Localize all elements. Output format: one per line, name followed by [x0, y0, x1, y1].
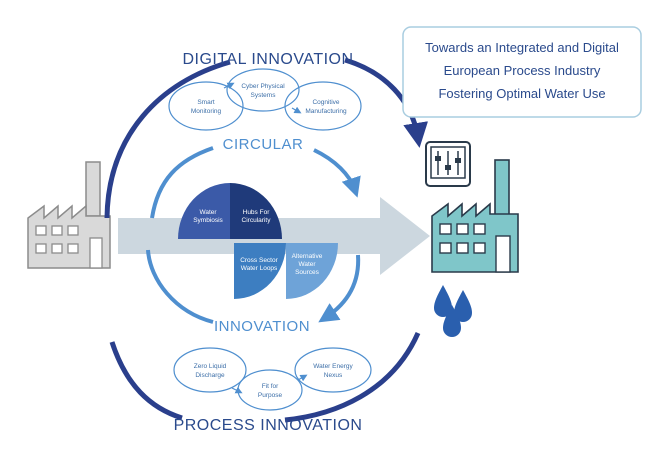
pie-quadrant-alternative-sources [286, 243, 338, 299]
water-symbiosis-label-2: Symbiosis [193, 217, 223, 224]
cross-sector-label-2: Water Loops [241, 265, 278, 272]
title-line-3: Fostering Optimal Water Use [438, 86, 605, 101]
cognitive-label-1: Cognitive [312, 99, 339, 106]
title-box: Towards an Integrated and Digital Europe… [402, 26, 642, 118]
factory-icon-teal [431, 159, 519, 273]
digital-innovation-heading: DIGITAL INNOVATION [182, 51, 353, 68]
water-energy-label-2: Nexus [324, 372, 343, 379]
cognitive-label-2: Manufacturing [305, 108, 347, 115]
cyber-physical-label-2: Systems [251, 92, 277, 99]
hubs-circularity-label-1: Hubs For [243, 209, 271, 216]
fit-purpose-label-1: Fit for [262, 383, 279, 390]
control-panel-icon [425, 141, 471, 187]
process-mini-cycle [173, 347, 372, 411]
circular-heading: CIRCULAR [223, 136, 304, 153]
smart-monitoring-label-2: Monitoring [191, 108, 222, 115]
pie-quadrant-water-symbiosis [178, 183, 230, 239]
alternative-label-2: Water [298, 261, 316, 268]
circular-pie [178, 183, 338, 299]
zld-label-1: Zero Liquid [194, 363, 227, 370]
zld-label-2: Discharge [195, 372, 225, 379]
title-line-1: Towards an Integrated and Digital [425, 40, 619, 55]
water-symbiosis-label-1: Water [199, 209, 217, 216]
cyber-physical-label-1: Cyber Physical [241, 83, 285, 90]
water-drops-icon [434, 285, 472, 337]
cross-sector-label-1: Cross Sector [240, 257, 278, 264]
pie-quadrant-hubs-circularity [230, 183, 282, 239]
circular-cycle-arrows [146, 146, 361, 324]
fit-purpose-label-2: Purpose [258, 392, 283, 399]
factory-icon-gray [27, 161, 111, 269]
pie-quadrant-cross-sector [234, 243, 286, 299]
water-energy-label-1: Water Energy [313, 363, 353, 370]
title-line-2: European Process Industry [444, 63, 601, 78]
alternative-label-3: Sources [295, 269, 320, 276]
innovation-heading: INNOVATION [214, 318, 310, 335]
alternative-label-1: Alternative [292, 253, 323, 260]
hubs-circularity-label-2: Circularity [242, 217, 272, 224]
process-innovation-heading: PROCESS INNOVATION [174, 417, 363, 434]
outer-cycle-arrows [104, 57, 428, 423]
digital-mini-cycle [168, 68, 362, 131]
smart-monitoring-label-1: Smart [197, 99, 215, 106]
